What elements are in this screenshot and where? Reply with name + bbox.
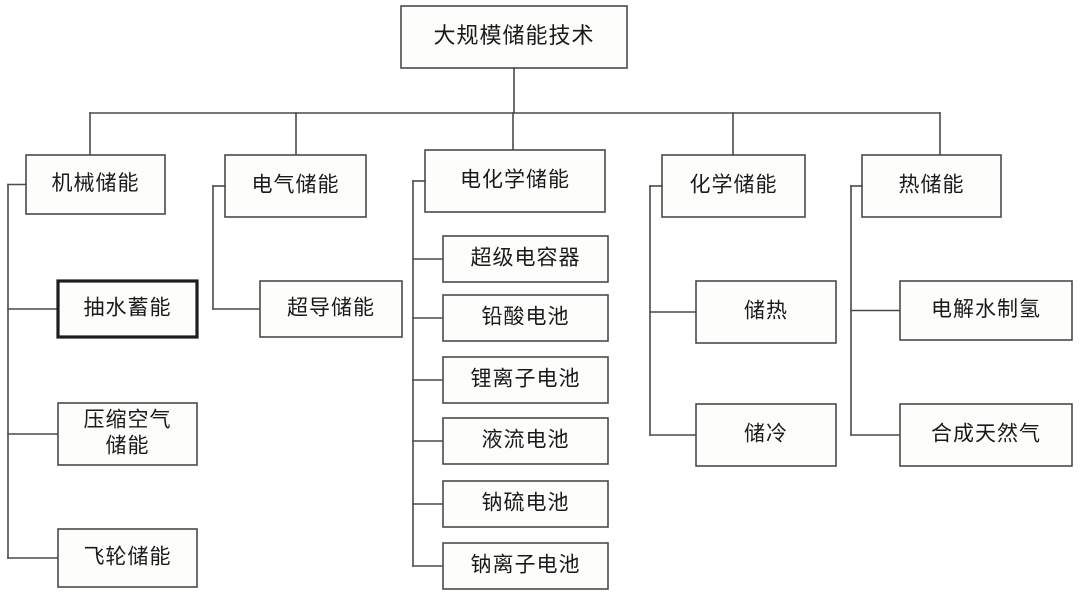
child-electrochemical-4-box (442, 480, 609, 528)
branch-parent-electrochemical-label: 电化学储能 (460, 168, 570, 192)
child-electrochemical-1-box (442, 294, 609, 342)
child-thermal-1[interactable]: 合成天然气 (899, 403, 1073, 467)
branch-parent-electrochemical-box (424, 149, 606, 213)
root-node[interactable]: 大规模储能技术 (400, 5, 628, 69)
child-electrical-0[interactable]: 超导储能 (259, 280, 403, 338)
child-electrochemical-4[interactable]: 钠硫电池 (442, 480, 609, 528)
child-chemical-0-label: 储热 (744, 299, 788, 323)
branch-parent-thermal[interactable]: 热储能 (861, 154, 1002, 218)
child-electrochemical-5-label: 钠离子电池 (471, 553, 581, 577)
child-electrochemical-1[interactable]: 铅酸电池 (442, 294, 609, 342)
child-mechanical-0[interactable]: 抽水蓄能 (56, 279, 199, 339)
child-mechanical-1-box (57, 402, 198, 466)
child-electrochemical-5[interactable]: 钠离子电池 (442, 542, 609, 590)
child-electrical-0-box (259, 280, 403, 338)
child-electrochemical-4-label: 钠硫电池 (482, 491, 570, 515)
child-electrochemical-0-box (442, 235, 609, 283)
child-chemical-1-box (695, 403, 837, 467)
branch-parent-electrical-label: 电气储能 (252, 173, 340, 197)
child-mechanical-2[interactable]: 飞轮储能 (57, 528, 198, 588)
child-mechanical-2-box (57, 528, 198, 588)
root-node-box (400, 5, 628, 69)
child-electrochemical-1-label: 铅酸电池 (482, 305, 570, 329)
child-electrochemical-3-box (442, 417, 609, 465)
child-mechanical-0-label: 抽水蓄能 (84, 296, 172, 320)
child-chemical-0-box (695, 280, 837, 344)
branch-parent-thermal-box (861, 154, 1002, 218)
branch-parent-chemical-label: 化学储能 (690, 173, 778, 197)
child-electrochemical-2[interactable]: 锂离子电池 (442, 356, 609, 404)
child-mechanical-1-label: 压缩空气 (84, 408, 172, 432)
child-mechanical-1-label: 储能 (106, 434, 150, 458)
branch-parent-chemical[interactable]: 化学储能 (661, 154, 806, 218)
child-chemical-1[interactable]: 储冷 (695, 403, 837, 467)
child-mechanical-2-label: 飞轮储能 (84, 545, 172, 569)
branch-parent-mechanical[interactable]: 机械储能 (25, 154, 166, 215)
child-electrical-0-label: 超导储能 (287, 296, 375, 320)
branch-parent-thermal-label: 热储能 (899, 173, 965, 197)
root-node-label: 大规模储能技术 (433, 24, 594, 49)
child-thermal-0-box (899, 280, 1073, 341)
branch-parent-mechanical-box (25, 154, 166, 215)
child-thermal-0[interactable]: 电解水制氢 (899, 280, 1073, 341)
branch-parent-electrical[interactable]: 电气储能 (224, 154, 367, 218)
child-thermal-1-label: 合成天然气 (931, 422, 1041, 446)
child-electrochemical-2-box (442, 356, 609, 404)
child-electrochemical-3-label: 液流电池 (482, 428, 570, 452)
branch-parent-electrochemical[interactable]: 电化学储能 (424, 149, 606, 213)
branch-parent-electrical-box (224, 154, 367, 218)
child-mechanical-0-box (56, 279, 199, 339)
branch-parent-mechanical-label: 机械储能 (52, 171, 140, 195)
branch-parent-chemical-box (661, 154, 806, 218)
child-chemical-0[interactable]: 储热 (695, 280, 837, 344)
child-electrochemical-0[interactable]: 超级电容器 (442, 235, 609, 283)
child-electrochemical-5-box (442, 542, 609, 590)
child-electrochemical-3[interactable]: 液流电池 (442, 417, 609, 465)
child-thermal-0-label: 电解水制氢 (931, 297, 1041, 321)
child-chemical-1-label: 储冷 (744, 422, 788, 446)
child-electrochemical-0-label: 超级电容器 (471, 246, 581, 270)
child-electrochemical-2-label: 锂离子电池 (471, 367, 581, 391)
child-thermal-1-box (899, 403, 1073, 467)
